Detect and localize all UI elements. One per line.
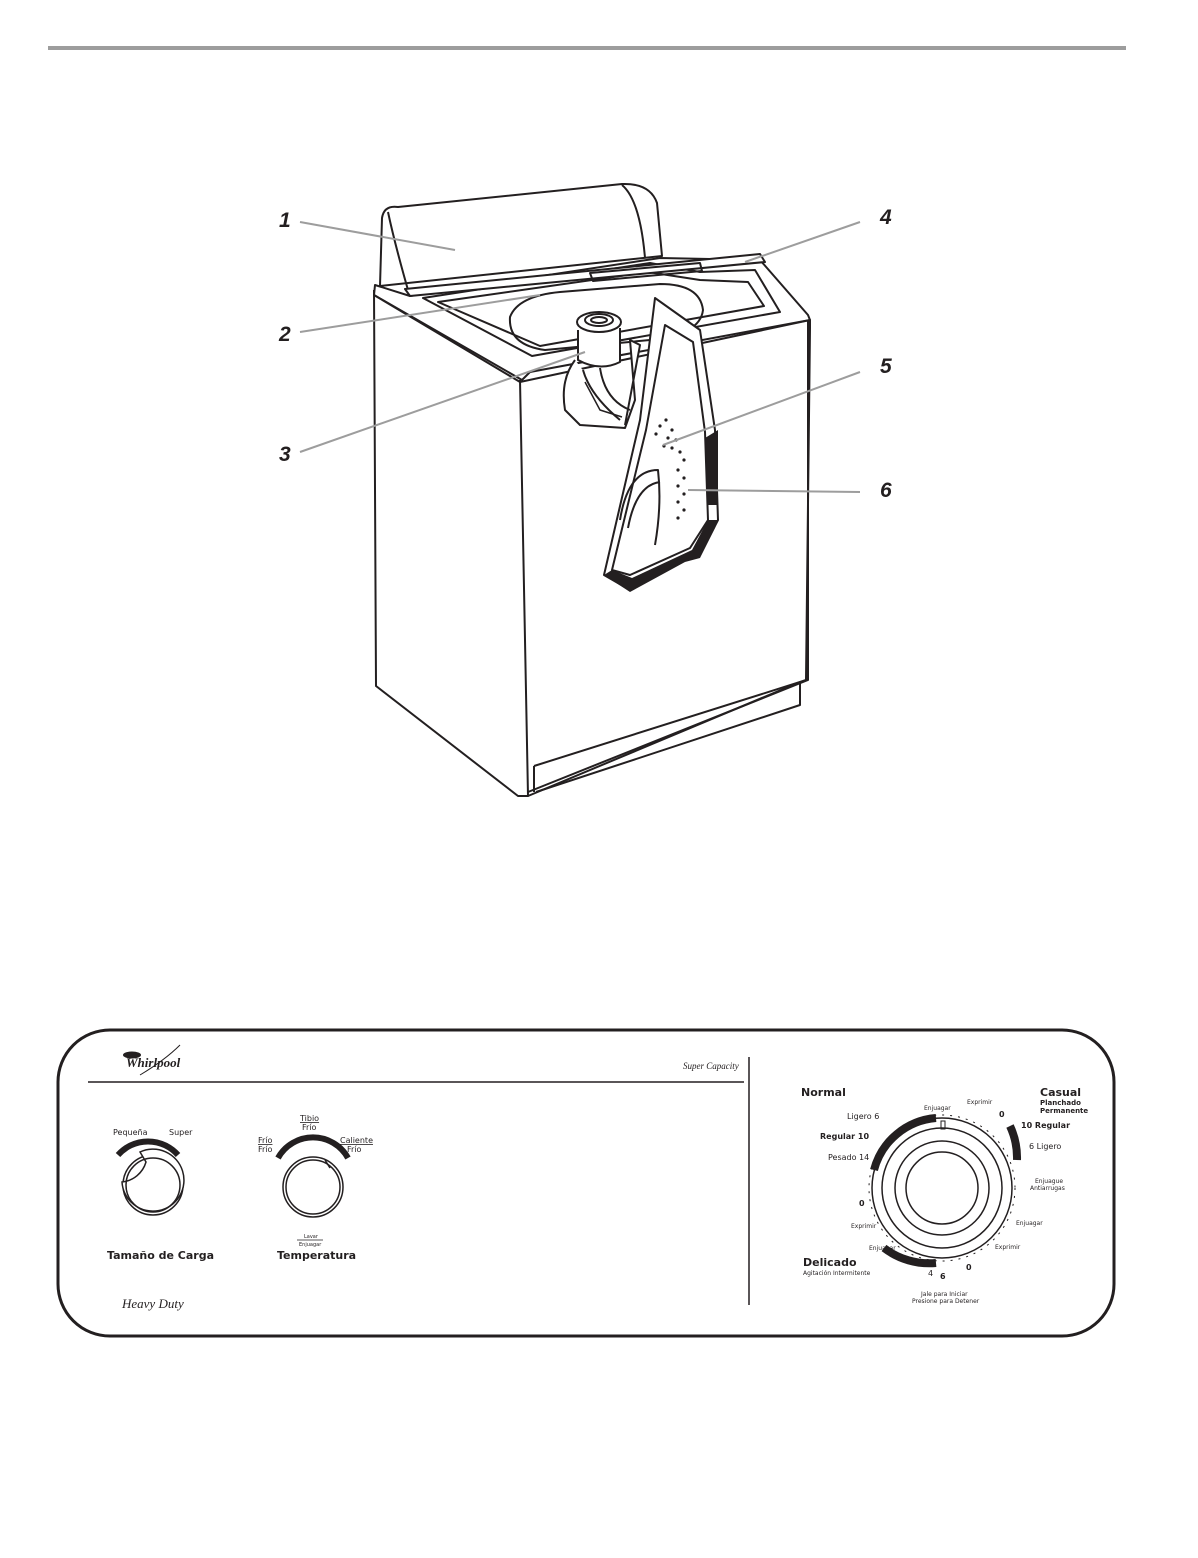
tub-opening — [508, 283, 704, 351]
heavy-duty-label: Heavy Duty — [121, 1296, 184, 1311]
temp-cold-wash: Frío — [258, 1136, 273, 1145]
cycle-rinse-lower-left: Enjuagar — [869, 1245, 896, 1252]
callout-2: 2 — [278, 323, 291, 346]
cycle-spin-left: Exprimir — [851, 1223, 877, 1230]
cycle-delicate-6: 6 — [940, 1272, 946, 1281]
cycle-normal-regular: Regular 10 — [820, 1132, 869, 1141]
cycle-pull-start: Jale para Iniciar — [920, 1291, 968, 1298]
callout-6: 6 — [880, 479, 892, 502]
callout-3: 3 — [279, 443, 291, 466]
cycle-delicate: Delicado — [803, 1256, 857, 1269]
cycle-perm-press-1: Planchado — [1040, 1099, 1081, 1107]
temp-warm-rinse: Frío — [302, 1123, 317, 1132]
top-rule — [48, 46, 1126, 50]
washer-diagram: 1 2 3 4 5 6 — [278, 182, 892, 797]
agitator-dispenser — [577, 328, 621, 368]
load-size-small: Pequeña — [113, 1128, 148, 1137]
cycle-zero-bottom: 0 — [966, 1263, 972, 1272]
cycle-casual-light: 6 Ligero — [1029, 1142, 1061, 1151]
cycle-zero-left: 0 — [859, 1199, 865, 1208]
brand-logo: Whirlpool — [126, 1055, 181, 1070]
cycle-zero-top: 0 — [999, 1110, 1005, 1119]
temp-sub-wash: Lavar — [304, 1234, 319, 1240]
cycle-rinse-top: Enjuagar — [924, 1105, 951, 1112]
temp-hot-wash: Caliente — [340, 1136, 373, 1145]
cycle-intermittent: Agitación Intermitente — [803, 1270, 871, 1277]
cycle-casual-regular: 10 Regular — [1021, 1121, 1070, 1130]
cycle-wrinkle-rinse-2: Antiarrugas — [1030, 1185, 1065, 1192]
load-size-title: Tamaño de Carga — [107, 1249, 214, 1262]
callout-1: 1 — [279, 209, 291, 232]
brand-logo-mark — [123, 1051, 141, 1059]
cycle-wrinkle-rinse-1: Enjuague — [1035, 1178, 1063, 1185]
cycle-push-stop: Presione para Detener — [912, 1298, 980, 1305]
cycle-delicate-4: 4 — [928, 1269, 933, 1278]
cycle-dial — [868, 1114, 1022, 1268]
callout-4: 4 — [879, 206, 892, 229]
temp-hot-rinse: Frío — [347, 1145, 362, 1154]
temp-sub-rinse: Enjuagar — [299, 1242, 322, 1248]
cycle-spin-top: Exprimir — [967, 1099, 993, 1106]
cabinet — [373, 289, 529, 797]
cycle-normal-heavy: Pesado 14 — [828, 1153, 869, 1162]
basket-perforations — [654, 418, 686, 520]
load-size-super: Super — [169, 1128, 193, 1137]
temperature-title: Temperatura — [277, 1249, 356, 1262]
callout-5: 5 — [880, 355, 892, 378]
cycle-perm-press-2: Permanente — [1040, 1107, 1088, 1115]
temp-warm-wash: Tibio — [299, 1114, 319, 1123]
cycle-rinse-right: Enjuagar — [1016, 1220, 1043, 1227]
cycle-normal-light: Ligero 6 — [847, 1112, 879, 1121]
cycle-spin-right: Exprimir — [995, 1244, 1021, 1251]
cycle-casual: Casual — [1040, 1086, 1081, 1099]
cycle-normal: Normal — [801, 1086, 846, 1099]
console — [379, 182, 663, 287]
temp-cold-rinse: Frío — [258, 1145, 273, 1154]
temperature-knob — [275, 1134, 351, 1218]
super-capacity-label: Super Capacity — [683, 1061, 739, 1071]
load-size-knob — [115, 1138, 185, 1216]
